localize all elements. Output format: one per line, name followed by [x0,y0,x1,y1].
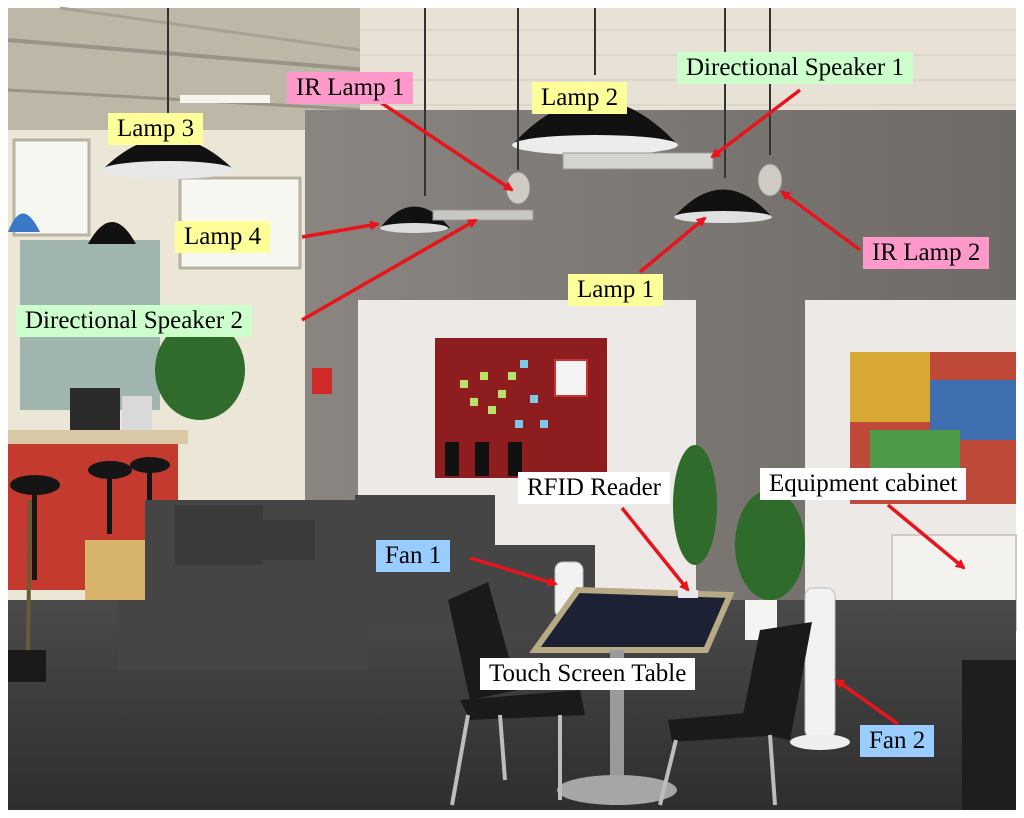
rfid-reader-label: RFID Reader [518,472,670,504]
touch-screen-table-label: Touch Screen Table [480,658,696,690]
equipment-cabinet-label: Equipment cabinet [760,468,967,500]
ir-lamp-1-label: IR Lamp 1 [287,72,414,104]
directional-speaker-1-label: Directional Speaker 1 [677,52,913,84]
lamp-1-label: Lamp 1 [568,274,664,306]
lamp-4-label: Lamp 4 [175,221,271,253]
arrow-directional-speaker-2 [301,218,478,322]
arrow-equipment-cabinet [886,503,966,570]
annotation-arrows [301,88,966,726]
directional-speaker-2-label: Directional Speaker 2 [16,305,252,337]
fan-2-label: Fan 2 [860,725,935,757]
arrow-fan-2 [834,678,900,726]
arrow-lamp-1 [638,216,707,274]
arrow-ir-lamp-2 [780,190,862,252]
arrow-directional-speaker-1 [710,88,802,159]
ir-lamp-2-label: IR Lamp 2 [863,237,990,269]
arrow-lamp-4 [301,220,380,239]
arrow-rfid-reader [620,506,690,592]
lamp-3-label: Lamp 3 [108,113,204,145]
arrow-fan-1 [469,556,558,587]
arrow-ir-lamp-1 [379,100,514,192]
fan-1-label: Fan 1 [376,540,451,572]
background [7,6,1017,810]
lamp-2-label: Lamp 2 [532,82,628,114]
